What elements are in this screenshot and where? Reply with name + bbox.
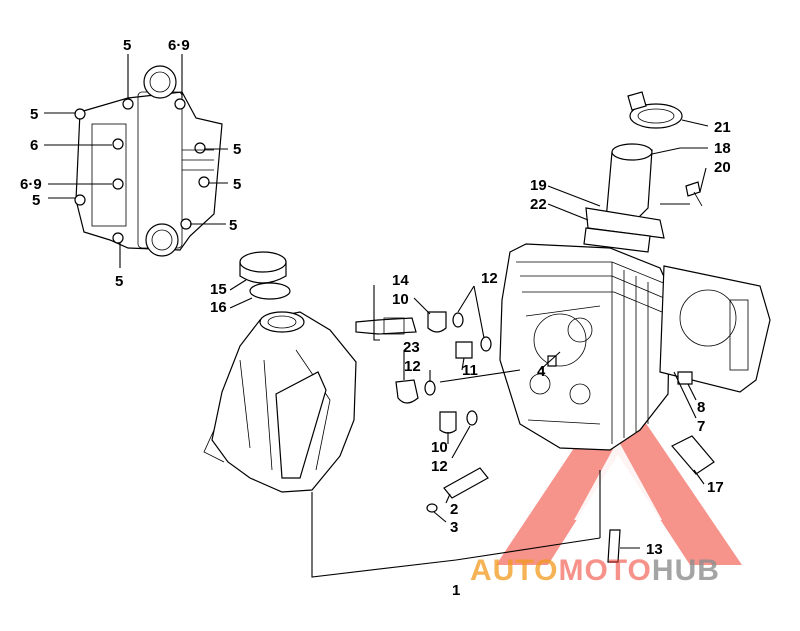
- callout-12-c: 12: [431, 458, 448, 475]
- callout-5-right-1: 5: [233, 141, 241, 158]
- svg-text:AUTOMOTOHUB: AUTOMOTOHUB: [470, 554, 720, 587]
- callout-8: 8: [697, 399, 705, 416]
- callout-labels: 5 6·9 5 6 6·9 5 5 5 5 5 15 16 14 10 12 2…: [20, 37, 731, 599]
- callout-17: 17: [707, 479, 724, 496]
- callout-11: 11: [462, 362, 478, 379]
- callout-6-left: 6: [30, 137, 38, 154]
- callout-5-top: 5: [123, 37, 131, 54]
- callout-22: 22: [530, 196, 547, 213]
- callout-6-9-left: 6·9: [20, 176, 42, 193]
- watermark-text-moto: MOTO: [558, 554, 651, 587]
- watermark-text-auto: AUTO: [470, 554, 558, 587]
- callout-18: 18: [714, 140, 731, 157]
- callout-12-a: 12: [481, 270, 498, 287]
- callout-20: 20: [714, 159, 731, 176]
- callout-23: 23: [403, 339, 420, 356]
- callout-5-bottom: 5: [115, 273, 123, 290]
- watermark-logo: [496, 382, 742, 565]
- watermark-text-hub: HUB: [652, 554, 720, 587]
- callout-13: 13: [646, 541, 663, 558]
- oil-filler-cap: [239, 251, 291, 300]
- callout-1: 1: [452, 582, 460, 599]
- callout-6-9-top: 6·9: [168, 37, 190, 54]
- callout-16: 16: [210, 299, 227, 316]
- cylinder-head: [499, 243, 671, 451]
- callout-10-a: 10: [392, 291, 409, 308]
- callout-21: 21: [714, 119, 731, 136]
- callout-3: 3: [450, 519, 458, 536]
- callout-12-b: 12: [404, 358, 421, 375]
- callout-14: 14: [392, 272, 409, 289]
- callout-5-right-2: 5: [233, 176, 241, 193]
- valve-cover-top-view: [74, 65, 223, 257]
- callout-10-b: 10: [431, 439, 448, 456]
- head-gasket: [659, 265, 771, 393]
- callout-5-left-2: 5: [32, 192, 40, 209]
- callout-5-left-1: 5: [30, 106, 38, 123]
- callout-4: 4: [537, 363, 546, 380]
- callout-15: 15: [210, 281, 227, 298]
- callout-7: 7: [697, 418, 705, 435]
- callout-5-right-3: 5: [229, 217, 237, 234]
- callout-2: 2: [450, 501, 458, 518]
- intake-manifold: [583, 143, 665, 253]
- watermark-wordmark: AUTOMOTOHUB: [470, 554, 720, 587]
- callout-19: 19: [530, 177, 547, 194]
- valve-cover: [203, 311, 357, 493]
- leader-lines: [44, 54, 709, 578]
- hose-clamp: [627, 91, 683, 129]
